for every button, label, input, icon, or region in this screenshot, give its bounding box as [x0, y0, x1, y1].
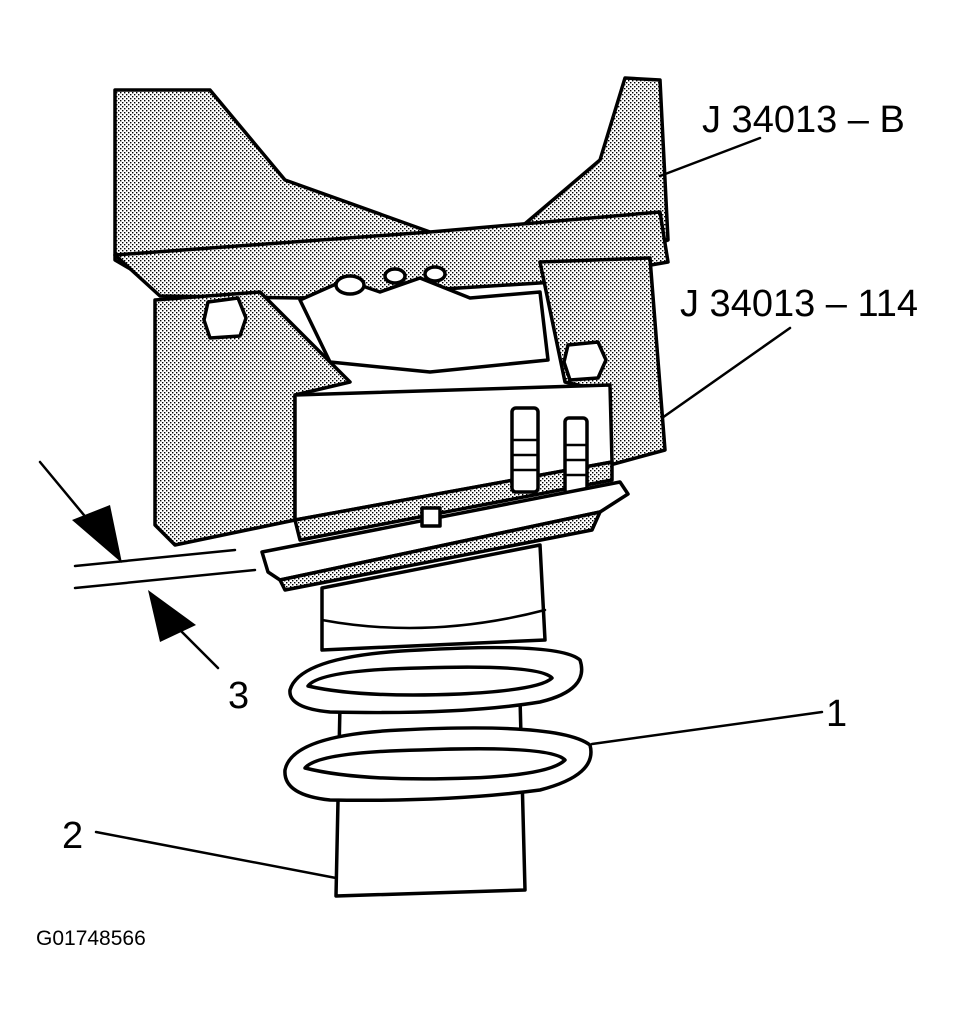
strut-assembly [320, 543, 547, 898]
upper-spring-seat [260, 480, 630, 592]
mount-studs [510, 406, 589, 496]
leader-lines [94, 136, 824, 880]
coil-spring [283, 645, 593, 803]
figure-id: G01748566 [36, 927, 146, 950]
callout-item-3: 3 [228, 675, 249, 717]
callout-item-1: 1 [826, 693, 847, 735]
callout-tool-frame: J 34013 – B [702, 99, 905, 141]
callout-tool-adapter: J 34013 – 114 [680, 283, 918, 325]
callout-item-2: 2 [62, 815, 83, 857]
compressor-frame [113, 76, 670, 374]
gap-dimension [38, 460, 257, 670]
